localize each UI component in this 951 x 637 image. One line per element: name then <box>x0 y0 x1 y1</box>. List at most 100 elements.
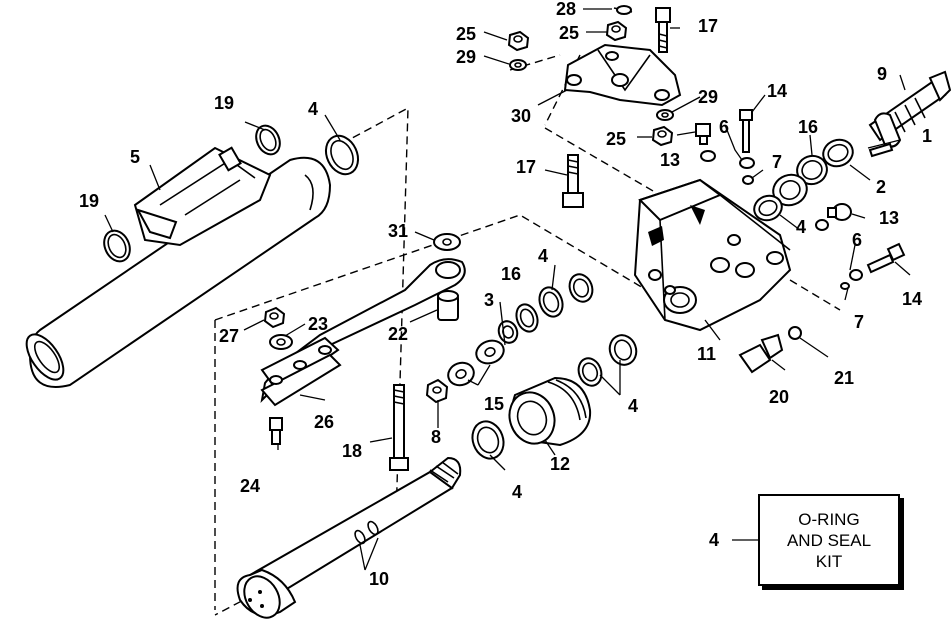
seal-ring-16-center <box>515 303 539 333</box>
upper-pivot-bracket-30 <box>563 43 682 107</box>
seal-ring-4-top <box>753 194 783 222</box>
callout-4-cylinder: 4 <box>308 99 318 119</box>
callout-14-right: 14 <box>902 289 922 309</box>
nut-27 <box>263 306 286 329</box>
kit-label-line2: AND SEAL <box>786 530 872 550</box>
callout-11: 11 <box>697 344 716 364</box>
nut-25-mid <box>651 125 674 147</box>
callout-24: 24 <box>240 476 260 496</box>
tilt-cylinder-tube <box>25 156 332 388</box>
callout-1: 1 <box>922 126 932 146</box>
callout-29-mid: 29 <box>698 87 718 107</box>
callout-17-top: 17 <box>698 16 718 36</box>
o-ring-6-mid <box>739 157 755 169</box>
nut-25-second <box>605 20 628 42</box>
callout-18: 18 <box>342 441 362 461</box>
callout-25-top: 25 <box>456 24 476 44</box>
o-ring-6-right <box>815 219 863 281</box>
callout-4-valve: 4 <box>796 217 806 237</box>
seal-ring-4-upper-a <box>538 286 564 318</box>
cylinder-clevis-bracket <box>133 146 272 247</box>
callout-9: 9 <box>877 64 887 84</box>
washer-29-top <box>509 59 527 71</box>
callout-12: 12 <box>550 454 570 474</box>
callout-4-kit: 4 <box>709 530 719 550</box>
seal-ring-4-piston-a <box>577 357 603 387</box>
o-ring-19-right <box>255 124 281 156</box>
callout-16-top: 16 <box>798 117 818 137</box>
callout-6-top: 6 <box>719 117 729 137</box>
callout-5: 5 <box>130 147 140 167</box>
callout-14-top: 14 <box>767 81 787 101</box>
link-arm-26 <box>260 258 466 407</box>
washer-31 <box>433 233 461 251</box>
plug-13-top <box>695 123 711 145</box>
callout-13-right: 13 <box>879 208 899 228</box>
callout-25-mid: 25 <box>606 129 626 149</box>
callout-25-second: 25 <box>559 23 579 43</box>
callout-16-center: 16 <box>501 264 521 284</box>
bolt-14-right <box>866 242 906 274</box>
kit-label-line1: O-RING <box>798 509 860 529</box>
leader-lines <box>104 8 911 571</box>
bolt-17-lower <box>562 154 584 208</box>
o-ring-7-top <box>742 175 754 185</box>
callout-13-top: 13 <box>660 150 680 170</box>
cotter-pin-28 <box>613 5 633 15</box>
o-ring-seal-kit-box: O-RING AND SEAL KIT <box>758 494 900 586</box>
seal-ring-4-piston-b <box>608 334 638 366</box>
washer-29-mid <box>656 109 674 121</box>
screw-24 <box>269 417 283 445</box>
callout-19-top: 19 <box>214 93 234 113</box>
washer-15-a <box>475 339 505 365</box>
callout-4-piston: 4 <box>628 396 638 416</box>
bolt-17-top <box>655 7 671 53</box>
piston-12 <box>508 376 592 447</box>
callout-4-center: 4 <box>538 246 548 266</box>
washer-15-b <box>447 361 475 387</box>
o-ring-3 <box>497 320 519 344</box>
callout-30: 30 <box>511 106 531 126</box>
bolt-18 <box>389 384 409 471</box>
callout-29-top: 29 <box>456 47 476 67</box>
roll-pin-1 <box>868 142 894 158</box>
callout-26: 26 <box>314 412 334 432</box>
callout-17-lower: 17 <box>516 157 536 177</box>
callout-21: 21 <box>834 368 854 388</box>
plug-13-right <box>827 203 852 221</box>
callout-6-right: 6 <box>852 230 862 250</box>
callout-28: 28 <box>556 0 576 19</box>
callout-22: 22 <box>388 324 408 344</box>
kit-label-line3: KIT <box>815 551 843 571</box>
o-ring-7-right <box>840 282 850 290</box>
nut-8 <box>425 378 449 404</box>
callout-19-left: 19 <box>79 191 99 211</box>
seal-ring-4-cylinder <box>324 134 360 176</box>
bushing-ring-top <box>772 173 808 207</box>
callout-23: 23 <box>308 314 328 334</box>
callout-31: 31 <box>388 221 408 241</box>
fitting-20 <box>738 333 784 374</box>
callout-7-top: 7 <box>772 152 782 172</box>
callout-2: 2 <box>876 177 886 197</box>
callout-15: 15 <box>484 394 504 414</box>
callout-20: 20 <box>769 387 789 407</box>
callout-labels: 1 2 3 4 4 4 4 4 4 4 5 6 6 7 7 8 9 10 11 … <box>79 0 932 589</box>
o-ring-19-left <box>103 229 131 263</box>
callout-27: 27 <box>219 326 239 346</box>
seal-ring-2 <box>822 138 854 168</box>
callout-4-lower: 4 <box>512 482 522 502</box>
callout-10: 10 <box>369 569 389 589</box>
o-ring-6-top <box>700 150 716 162</box>
callout-7-right: 7 <box>854 312 864 332</box>
seal-ring-4-lower <box>471 420 505 460</box>
callout-8: 8 <box>431 427 441 447</box>
piston-rod-10 <box>236 456 462 619</box>
seal-ring-4-upper-b <box>568 273 594 303</box>
bolt-14-top <box>739 109 753 153</box>
washer-23 <box>269 334 293 350</box>
spacer-22 <box>437 290 459 321</box>
valve-body-11 <box>633 178 792 332</box>
o-ring-21 <box>788 326 802 340</box>
